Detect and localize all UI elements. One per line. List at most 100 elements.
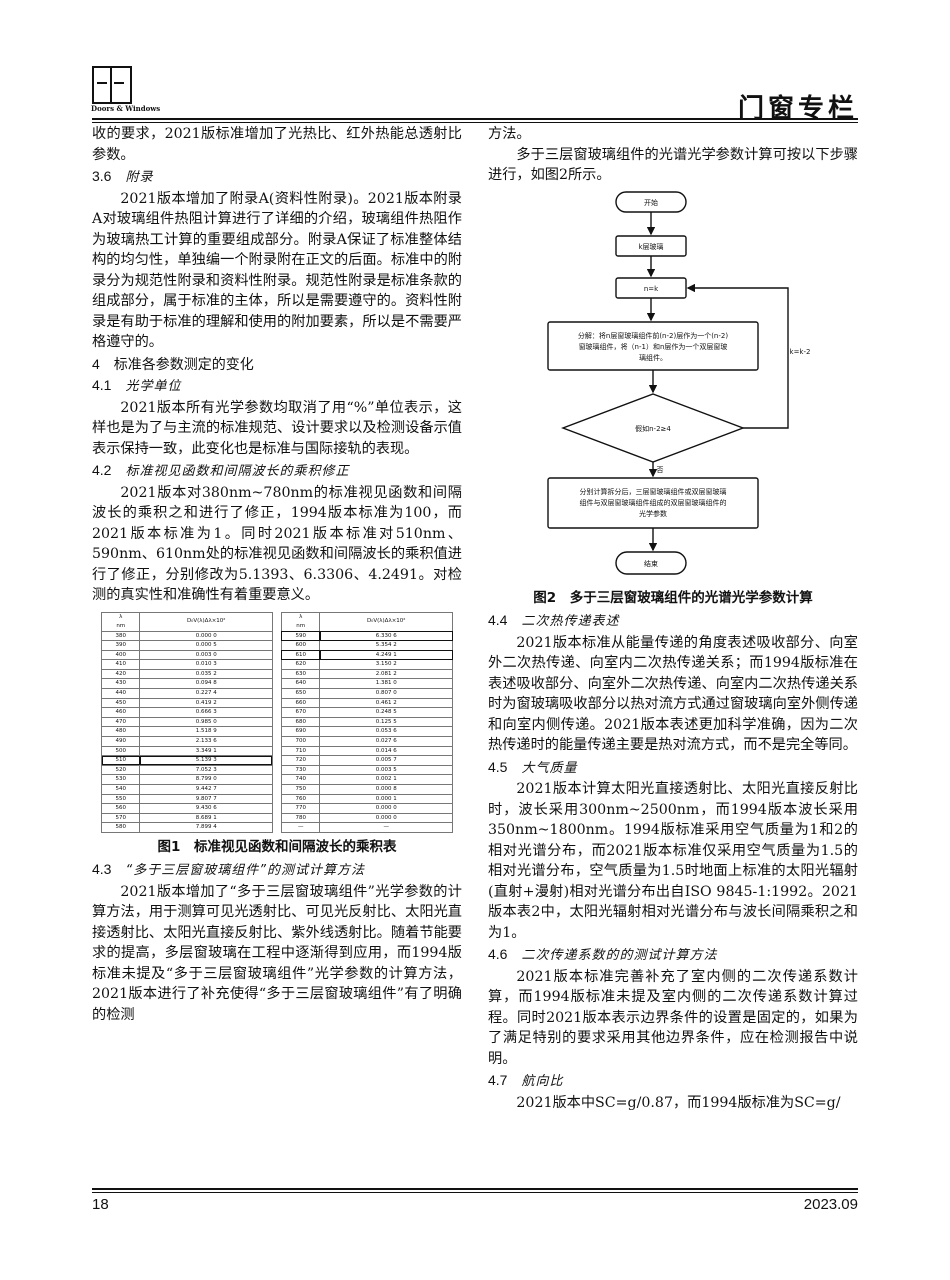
section-heading: 4.3“多于三层窗玻璃组件”的测试计算方法 [92,861,365,879]
table-cell: 770 [280,803,321,814]
table-cell: — [280,822,321,833]
table-cell: 760 [280,793,321,805]
table-cell: 640 [280,678,321,690]
paragraph: 2021版本对380nm~780nm的标准视见函数和间隔波长的乘积之和进行了修正… [92,484,462,604]
table-cell: 550 [100,793,141,805]
paragraph: 2021版本标准从能量传递的角度表述吸收部分、向室外二次热传递、向室内二次热传递… [488,634,858,754]
table-cell: 700 [280,736,321,747]
flow-step4-line: 光学参数 [639,509,667,518]
paragraph: 2021版本标准完善补充了室内侧的二次传递系数计算，而1994版标准未提及室内侧… [488,968,858,1067]
table-cell: 0.000 0 [319,803,453,814]
paragraph: 方法。 [488,126,531,142]
table-cell: 380 [100,630,141,642]
figure-1-caption: 图1 标准视见函数和间隔波长的乘积表 [157,838,397,855]
footer-rule [92,1188,858,1190]
table-cell: 8.799 0 [139,774,273,785]
footer-rule-thin [92,1192,858,1193]
table-cell: 650 [280,688,321,699]
issue-date: 2023.09 [803,1196,858,1213]
table-cell: 400 [100,649,141,661]
table-cell: 0.419 2 [139,697,273,709]
table-cell: 0.227 4 [139,688,273,699]
table-cell: 0.003 0 [139,649,273,661]
paragraph: 多于三层窗玻璃组件的光谱光学参数计算可按以下步骤进行，如图2所示。 [488,146,858,184]
table-cell: 0.000 0 [139,630,273,642]
paragraph: 2021版本所有光学参数均取消了用“%”单位表示，这样也是为了与主流的标准规范、… [92,399,462,457]
table-cell: 560 [100,803,141,814]
table-cell: 580 [100,822,141,833]
flow-end-node [615,550,687,575]
table-cell: 1.518 9 [139,726,273,738]
table-cell: 0.461 2 [319,697,453,709]
table-cell: 0.014 6 [319,745,453,757]
table-cell: 570 [100,812,141,824]
table-cell: 0.666 3 [139,707,273,718]
table-cell: 430 [100,678,141,690]
flow-step3-line: 窗玻璃组件，将（n-1）和n层作为一个双层窗玻 [579,342,728,351]
table-cell: 520 [100,764,141,776]
table-cell: 780 [280,812,321,824]
table-cell: 9.442 7 [139,784,273,795]
table-cell: 3.349 1 [139,745,273,757]
table-cell: 740 [280,774,321,785]
table-cell: 0.000 1 [319,793,453,805]
table-cell: 4.249 1 [319,649,453,661]
table-cell: 490 [100,736,141,747]
flow-decision-label: 假如n-2≥4 [635,424,671,433]
table-cell: 470 [100,716,141,728]
table-cell: 7.052 3 [139,764,273,776]
table-cell: 0.248 5 [319,707,453,718]
flow-step3-line: 分解：将n层窗玻璃组件前(n-2)层作为一个(n-2) [578,331,728,340]
table-cell: 0.035 2 [139,668,273,680]
flow-no-label: 否 [657,466,664,474]
table-cell: 670 [280,707,321,718]
table-cell: 6.330 6 [319,630,453,642]
table-cell: 500 [100,745,141,757]
flow-step4-line: 分别计算拆分后，三层窗玻璃组件或双层窗玻璃 [580,487,727,496]
door-window-icon [92,66,132,104]
paragraph: 2021版本中SC=g/0.87，而1994版标准为SC=g/ [516,1094,841,1111]
table-cell: 590 [280,630,321,642]
table-cell: 600 [280,640,321,651]
table-cell: 720 [280,755,321,766]
table-cell: 690 [280,726,321,738]
flow-step1-label: k层玻璃 [638,242,663,251]
table-cell: 0.002 1 [319,774,453,785]
right-column: 方法。 多于三层窗玻璃组件的光谱光学参数计算可按以下步骤进行，如图2所示。 开始 [488,124,858,1113]
table-cell: 0.000 8 [319,784,453,795]
flowchart: 开始 k层玻璃 n=k 分解：将n层窗玻璃组件前(n-2)层作为一个(n-2) … [547,190,811,575]
flow-loop-label: k=k-2 [790,348,811,356]
table-cell: 440 [100,688,141,699]
flow-end-label: 结束 [644,559,658,568]
table-cell: 0.094 8 [139,678,273,690]
paragraph: 2021版本增加了“多于三层窗玻璃组件”光学参数的计算方法，用于测算可见光透射比… [92,883,462,1023]
flow-step4-line: 组件与双层窗玻璃组件组成的双层窗玻璃组件的 [580,498,727,507]
table-cell: 630 [280,668,321,680]
table-cell: 1.381 0 [319,678,453,690]
table-cell: 660 [280,697,321,709]
table-cell: 460 [100,707,141,718]
table-cell: 0.003 5 [319,764,453,776]
table-cell: 0.005 7 [319,755,453,766]
table-cell: 480 [100,726,141,738]
table-cell: — [319,822,453,833]
logo-text: Doors & Windows [91,104,161,113]
